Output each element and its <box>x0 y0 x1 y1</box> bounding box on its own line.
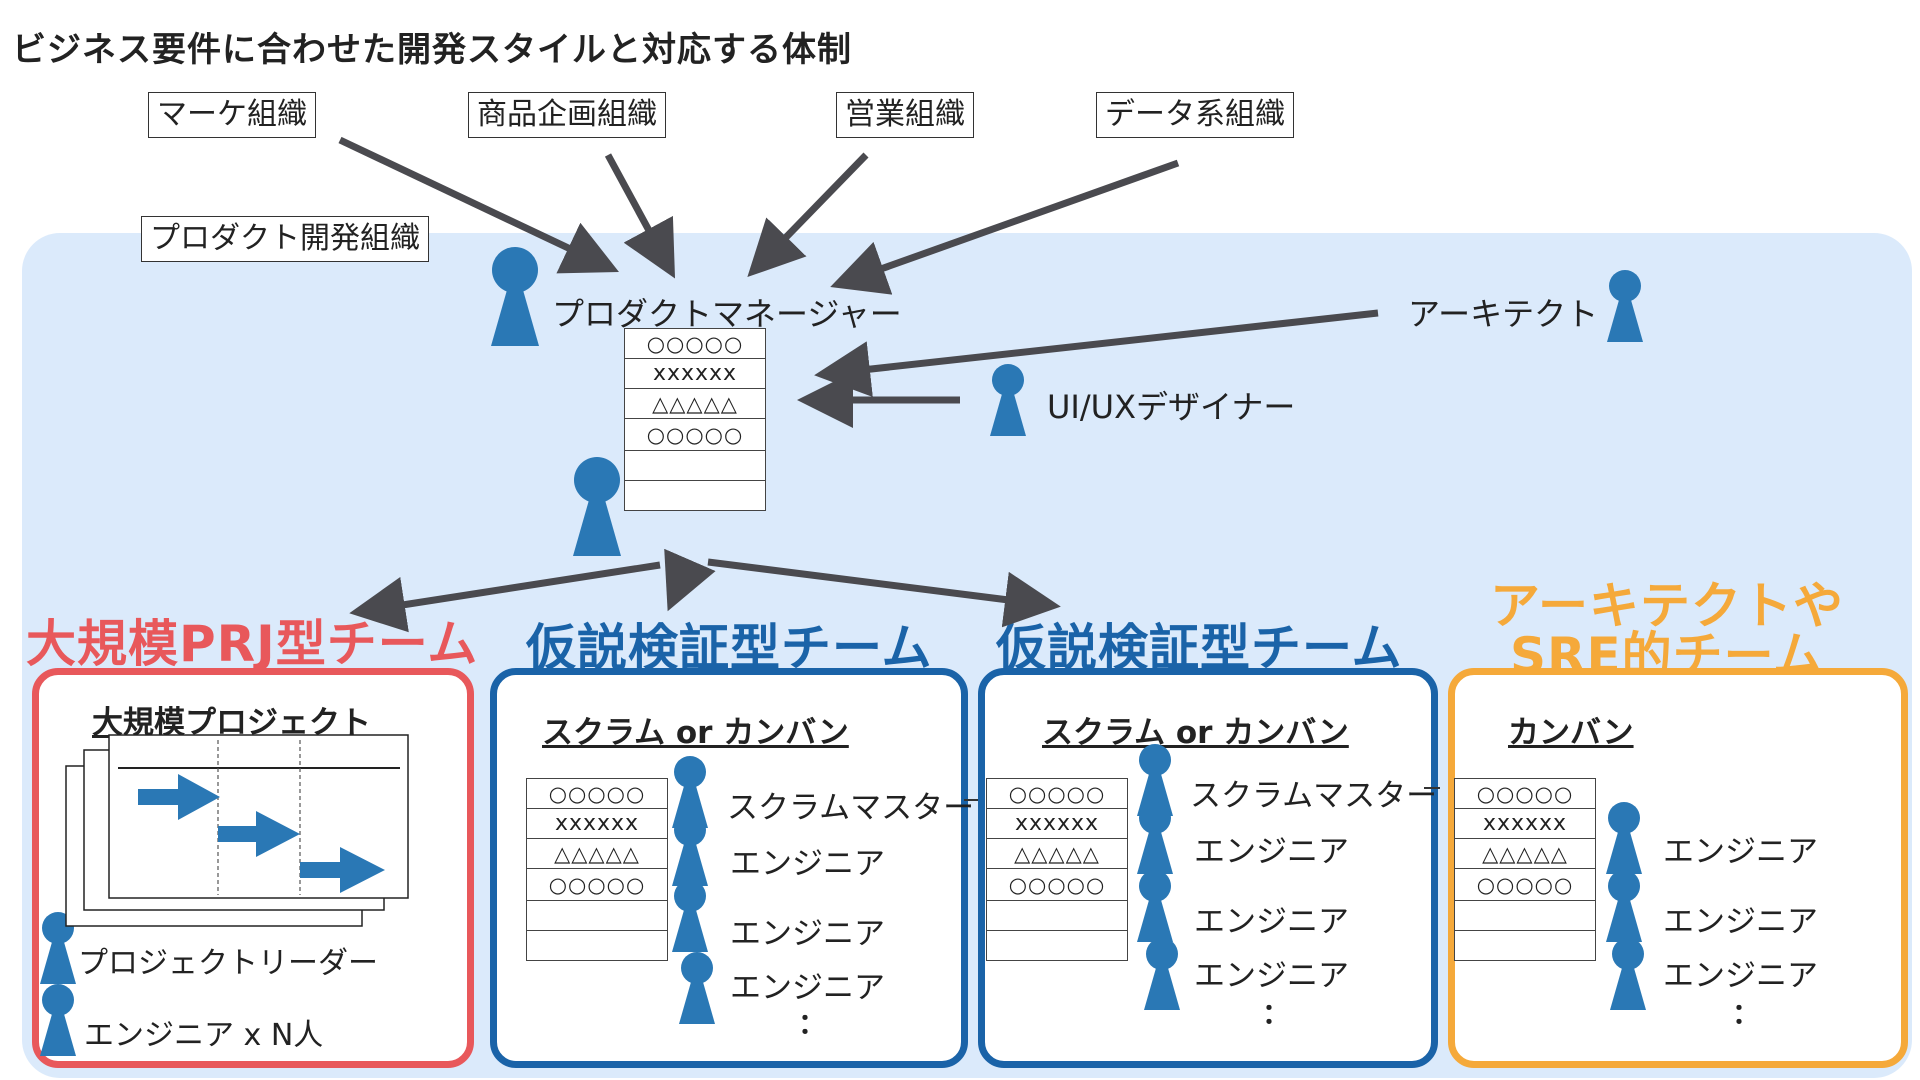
role-scrum-master-1: スクラムマスター <box>727 790 975 826</box>
gantt-task-arrow <box>300 847 385 893</box>
role-engineers-n: エンジニア x N人 <box>84 1018 324 1053</box>
role-architect: アーキテクト <box>1408 295 1599 333</box>
engineer-icon <box>679 952 715 1024</box>
method-scrum-kanban-1: スクラム or カンバン <box>542 715 849 751</box>
org-data: データ系組織 <box>1096 92 1294 138</box>
role-engineer: エンジニア <box>1663 834 1818 870</box>
role-engineer: エンジニア <box>1194 834 1349 870</box>
role-engineer: エンジニア <box>1194 958 1349 994</box>
arrow-architect-to-backlog <box>814 309 1379 397</box>
role-project-leader: プロジェクトリーダー <box>78 946 378 981</box>
role-engineer: エンジニア <box>730 916 885 952</box>
backlog-item: △△△△△ <box>987 839 1127 869</box>
backlog-item <box>987 901 1127 931</box>
product-backlog: ○○○○○ xxxxxx △△△△△ ○○○○○ <box>624 328 766 511</box>
team-title-architect-sre-line1: アーキテクトや <box>1490 577 1844 635</box>
engineer-icon <box>672 814 708 886</box>
backlog-item: △△△△△ <box>1455 839 1595 869</box>
org-marketing: マーケ組織 <box>148 92 316 138</box>
backlog-item <box>1455 901 1595 931</box>
method-kanban: カンバン <box>1508 715 1634 751</box>
role-engineer: エンジニア <box>1663 958 1818 994</box>
arrow-planning-to-pm <box>604 153 676 279</box>
role-engineer: エンジニア <box>1194 904 1349 940</box>
role-scrum-master-2: スクラムマスター <box>1190 778 1438 814</box>
gantt-chart-stack <box>65 734 409 927</box>
org-product-dev: プロダクト開発組織 <box>141 216 429 262</box>
team-title-hypothesis-2: 仮説検証型チーム <box>996 619 1403 677</box>
engineer-icon <box>1144 938 1180 1010</box>
backlog-item: ○○○○○ <box>527 869 667 901</box>
team-backlog-2: ○○○○○ xxxxxx △△△△△ ○○○○○ <box>986 778 1128 961</box>
backlog-item: xxxxxx <box>527 809 667 839</box>
architect-icon <box>1607 270 1643 342</box>
org-product-planning: 商品企画組織 <box>468 92 666 138</box>
team-box-hypothesis-1 <box>490 668 968 1068</box>
product-manager-icon <box>491 247 539 346</box>
role-engineer: エンジニア <box>730 846 885 882</box>
arrow-data-to-pm <box>830 159 1180 295</box>
role-engineer: エンジニア <box>730 970 885 1006</box>
team-backlog-1: ○○○○○ xxxxxx △△△△△ ○○○○○ <box>526 778 668 961</box>
arrow-marketing-to-pm <box>338 136 619 274</box>
team-title-hypothesis-1: 仮説検証型チーム <box>526 619 933 677</box>
method-scrum-kanban-2: スクラム or カンバン <box>1042 715 1349 751</box>
engineer-icon <box>40 984 76 1056</box>
more-members-indicator: ： <box>1262 997 1291 1030</box>
backlog-item: ○○○○○ <box>1455 779 1595 809</box>
role-product-manager: プロダクトマネージャー <box>552 295 902 333</box>
product-owner-icon <box>573 457 621 556</box>
backlog-item: xxxxxx <box>1455 809 1595 839</box>
gantt-task-arrow <box>218 811 300 857</box>
backlog-item <box>625 451 765 481</box>
role-engineer: エンジニア <box>1663 904 1818 940</box>
page-title: ビジネス要件に合わせた開発スタイルと対応する体制 <box>12 30 852 70</box>
engineer-icon <box>1610 938 1646 1010</box>
arrow-backlog-to-hypothesis-2 <box>707 558 1061 628</box>
arrow-backlog-to-large-prj <box>349 561 661 633</box>
engineer-icon <box>1137 870 1173 942</box>
backlog-item <box>527 901 667 931</box>
engineer-icon <box>1137 802 1173 874</box>
gantt-task-arrow <box>138 774 220 820</box>
backlog-item: △△△△△ <box>625 389 765 419</box>
backlog-item: xxxxxx <box>987 809 1127 839</box>
more-members-indicator: ： <box>1732 997 1761 1030</box>
arrow-backlog-to-hypothesis-1 <box>664 548 716 612</box>
engineer-icon <box>1606 802 1642 874</box>
role-ui-ux-designer: UI/UXデザイナー <box>1047 388 1296 426</box>
backlog-item: △△△△△ <box>527 839 667 869</box>
engineer-icon <box>1606 870 1642 942</box>
org-sales: 営業組織 <box>836 92 974 138</box>
backlog-item: ○○○○○ <box>625 419 765 451</box>
backlog-item: ○○○○○ <box>1455 869 1595 901</box>
engineer-icon <box>672 880 708 952</box>
designer-icon <box>990 364 1026 436</box>
team-backlog-3: ○○○○○ xxxxxx △△△△△ ○○○○○ <box>1454 778 1596 961</box>
backlog-item: ○○○○○ <box>625 329 765 359</box>
backlog-item: ○○○○○ <box>987 779 1127 809</box>
more-members-indicator: ： <box>798 1007 827 1040</box>
backlog-item: ○○○○○ <box>987 869 1127 901</box>
backlog-item: ○○○○○ <box>527 779 667 809</box>
backlog-item: xxxxxx <box>625 359 765 389</box>
arrow-sales-to-pm <box>747 152 869 278</box>
